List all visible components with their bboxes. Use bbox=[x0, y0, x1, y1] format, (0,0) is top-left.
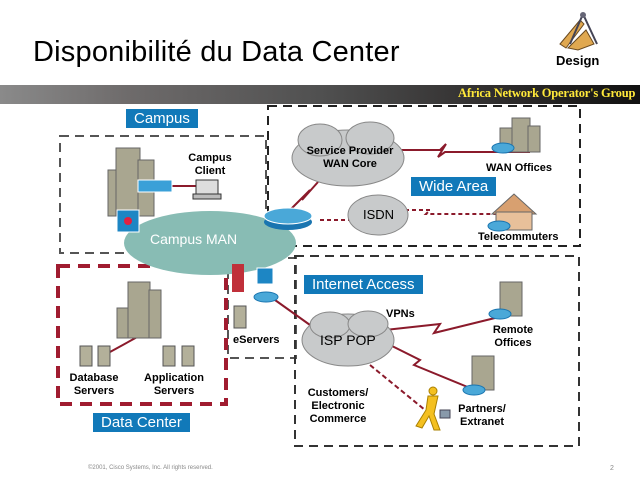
link-eserver-isp bbox=[274, 299, 311, 326]
copyright-footer: ©2001, Cisco Systems, Inc. All rights re… bbox=[88, 465, 213, 471]
internet-region bbox=[294, 255, 580, 447]
wide-area-region bbox=[267, 105, 581, 247]
wan-offices-label: WAN Offices bbox=[486, 162, 553, 174]
datacenter-building-icon bbox=[116, 281, 162, 339]
firewall-icon bbox=[232, 264, 244, 292]
eserver-router-icon bbox=[253, 291, 279, 303]
remote-offices-building-icon bbox=[499, 281, 523, 317]
mobile-user-icon bbox=[415, 386, 451, 431]
link-isp-partner bbox=[389, 344, 471, 389]
tele-router-icon bbox=[487, 220, 511, 232]
link-core-wan bbox=[378, 143, 530, 158]
data-center-tag: Data Center bbox=[93, 413, 190, 432]
internet-access-tag: Internet Access bbox=[304, 275, 423, 294]
link-isp-remote bbox=[384, 317, 496, 335]
switch-core-dot bbox=[124, 217, 132, 225]
compass-square-icon bbox=[559, 12, 598, 51]
isdn-label: ISDN bbox=[363, 207, 395, 222]
link-router-core bbox=[287, 181, 319, 213]
header-band bbox=[0, 85, 640, 104]
link-isdn-tele bbox=[405, 209, 500, 215]
laptop-icon bbox=[192, 179, 222, 200]
page-number: 2 bbox=[610, 465, 614, 472]
isp-pop-cloud bbox=[301, 310, 395, 367]
campus-switch-icon bbox=[137, 179, 173, 193]
telecommuters-label: Telecommuters bbox=[478, 231, 559, 243]
isdn-cloud bbox=[347, 194, 409, 236]
core-router-icon bbox=[263, 207, 313, 230]
campus-man-ellipse bbox=[124, 211, 296, 275]
eserver-switch-icon bbox=[256, 267, 274, 285]
data-center-region bbox=[56, 264, 228, 406]
partner-router-icon bbox=[462, 384, 486, 396]
link-isp-customer bbox=[369, 364, 426, 411]
partners-label: Partners/Extranet bbox=[458, 403, 506, 428]
vpns-label: VPNs bbox=[386, 308, 415, 320]
banner-text: Africa Network Operator's Group bbox=[458, 86, 636, 100]
isp-pop-label: ISP POP bbox=[320, 332, 376, 348]
eservers-label: eServers bbox=[233, 334, 280, 346]
server-icons bbox=[79, 305, 247, 367]
campus-man-label: Campus MAN bbox=[150, 231, 238, 247]
design-badge-label: Design bbox=[556, 53, 600, 68]
page-title: Disponibilité du Data Center bbox=[33, 36, 400, 68]
sp-core-cloud bbox=[291, 121, 405, 187]
remote-router-icon bbox=[488, 308, 512, 320]
wide-area-tag: Wide Area bbox=[411, 177, 497, 196]
wan-office-router-icon bbox=[491, 142, 515, 154]
campus-tag: Campus bbox=[126, 109, 198, 128]
